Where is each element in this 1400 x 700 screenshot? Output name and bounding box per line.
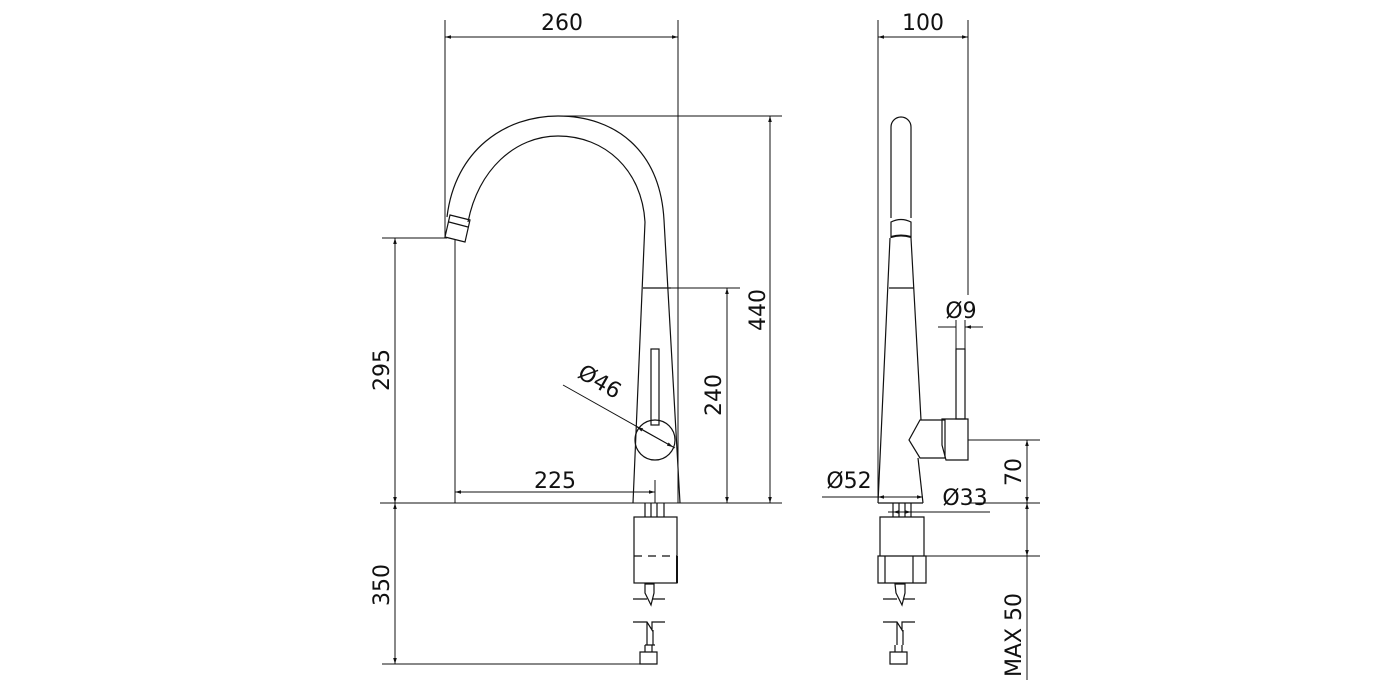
side-view: 100 Ø9 70 Ø52 Ø33 MAX 50 <box>822 11 1040 680</box>
dim-body-height: 240 <box>702 374 727 416</box>
side-spout <box>890 116 912 218</box>
dim-handle-diameter: Ø46 <box>573 360 625 404</box>
dim-overall-depth: 100 <box>902 11 944 36</box>
dim-max-deck-thickness: MAX 50 <box>1002 593 1027 677</box>
spout-outer <box>446 115 665 221</box>
side-hub <box>908 419 946 459</box>
side-handle-block <box>941 418 969 461</box>
dim-spout-height: 295 <box>370 349 395 391</box>
dim-overall-height: 440 <box>746 289 771 331</box>
lever <box>650 348 660 426</box>
dim-spout-reach: 225 <box>534 469 576 494</box>
shank-tubes <box>644 503 665 517</box>
dim-handle-height: 70 <box>1002 458 1027 486</box>
dim-base-diameter: Ø52 <box>826 469 871 494</box>
side-lever <box>955 348 966 420</box>
spout-tip <box>444 214 471 243</box>
side-collar <box>890 218 912 238</box>
hose-top <box>633 583 665 607</box>
side-hose <box>883 583 915 665</box>
mounting-block <box>633 516 678 584</box>
spout-inner <box>467 135 646 223</box>
dim-shank-diameter: Ø33 <box>942 486 987 511</box>
front-view: 260 440 240 295 225 Ø46 350 <box>370 11 782 665</box>
side-body <box>877 237 924 504</box>
tap-body <box>632 219 681 504</box>
dim-overall-width: 260 <box>541 11 583 36</box>
side-mounting-block <box>877 516 927 584</box>
dim-lever-diameter: Ø9 <box>945 299 976 324</box>
dim-hose-length: 350 <box>370 564 395 606</box>
handle-hub <box>634 419 676 461</box>
hose-bottom <box>633 621 665 665</box>
